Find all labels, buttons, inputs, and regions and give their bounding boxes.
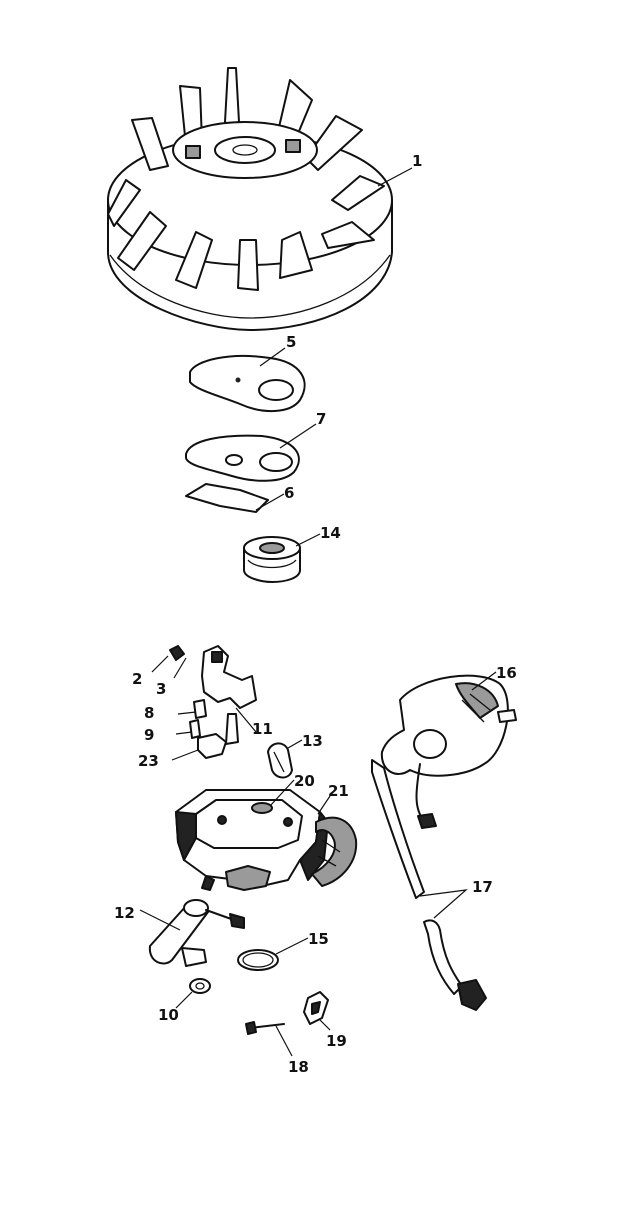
wire-17 bbox=[371, 759, 487, 1011]
clip-19 bbox=[303, 991, 331, 1031]
part-label-20: 20 bbox=[294, 772, 315, 790]
clip-13 bbox=[267, 739, 303, 779]
part-label-2: 2 bbox=[132, 670, 142, 688]
shim-5 bbox=[189, 347, 306, 413]
part-label-21: 21 bbox=[328, 782, 349, 800]
part-label-18: 18 bbox=[288, 1058, 309, 1076]
part-label-13: 13 bbox=[302, 732, 323, 750]
part-label-11: 11 bbox=[252, 720, 273, 738]
bushing-14 bbox=[243, 533, 321, 583]
part-label-16: 16 bbox=[496, 664, 517, 682]
part-label-17: 17 bbox=[472, 878, 493, 896]
screw-18 bbox=[245, 1021, 293, 1057]
part-label-14: 14 bbox=[320, 524, 341, 542]
cam-21 bbox=[311, 795, 358, 887]
part-label-1: 1 bbox=[412, 152, 422, 170]
flywheel bbox=[107, 67, 413, 331]
part-label-7: 7 bbox=[316, 410, 326, 428]
gasket-6 bbox=[185, 483, 285, 513]
shaft-12 bbox=[139, 899, 245, 967]
ring-15 bbox=[237, 937, 309, 971]
part-label-15: 15 bbox=[308, 930, 329, 948]
breaker-points bbox=[151, 645, 257, 761]
part-label-19: 19 bbox=[326, 1032, 347, 1050]
part-label-8: 8 bbox=[144, 704, 154, 722]
washer-10 bbox=[175, 978, 211, 1009]
part-label-3: 3 bbox=[156, 680, 166, 698]
base-plate-20 bbox=[175, 779, 329, 891]
part-label-6: 6 bbox=[284, 484, 294, 502]
part-label-9: 9 bbox=[144, 726, 154, 744]
ignition-coil-16 bbox=[380, 671, 517, 829]
part-label-23: 23 bbox=[138, 752, 159, 770]
part-label-12: 12 bbox=[114, 904, 135, 922]
part-label-5: 5 bbox=[286, 333, 296, 351]
shim-7 bbox=[185, 423, 317, 482]
part-label-10: 10 bbox=[158, 1006, 179, 1024]
